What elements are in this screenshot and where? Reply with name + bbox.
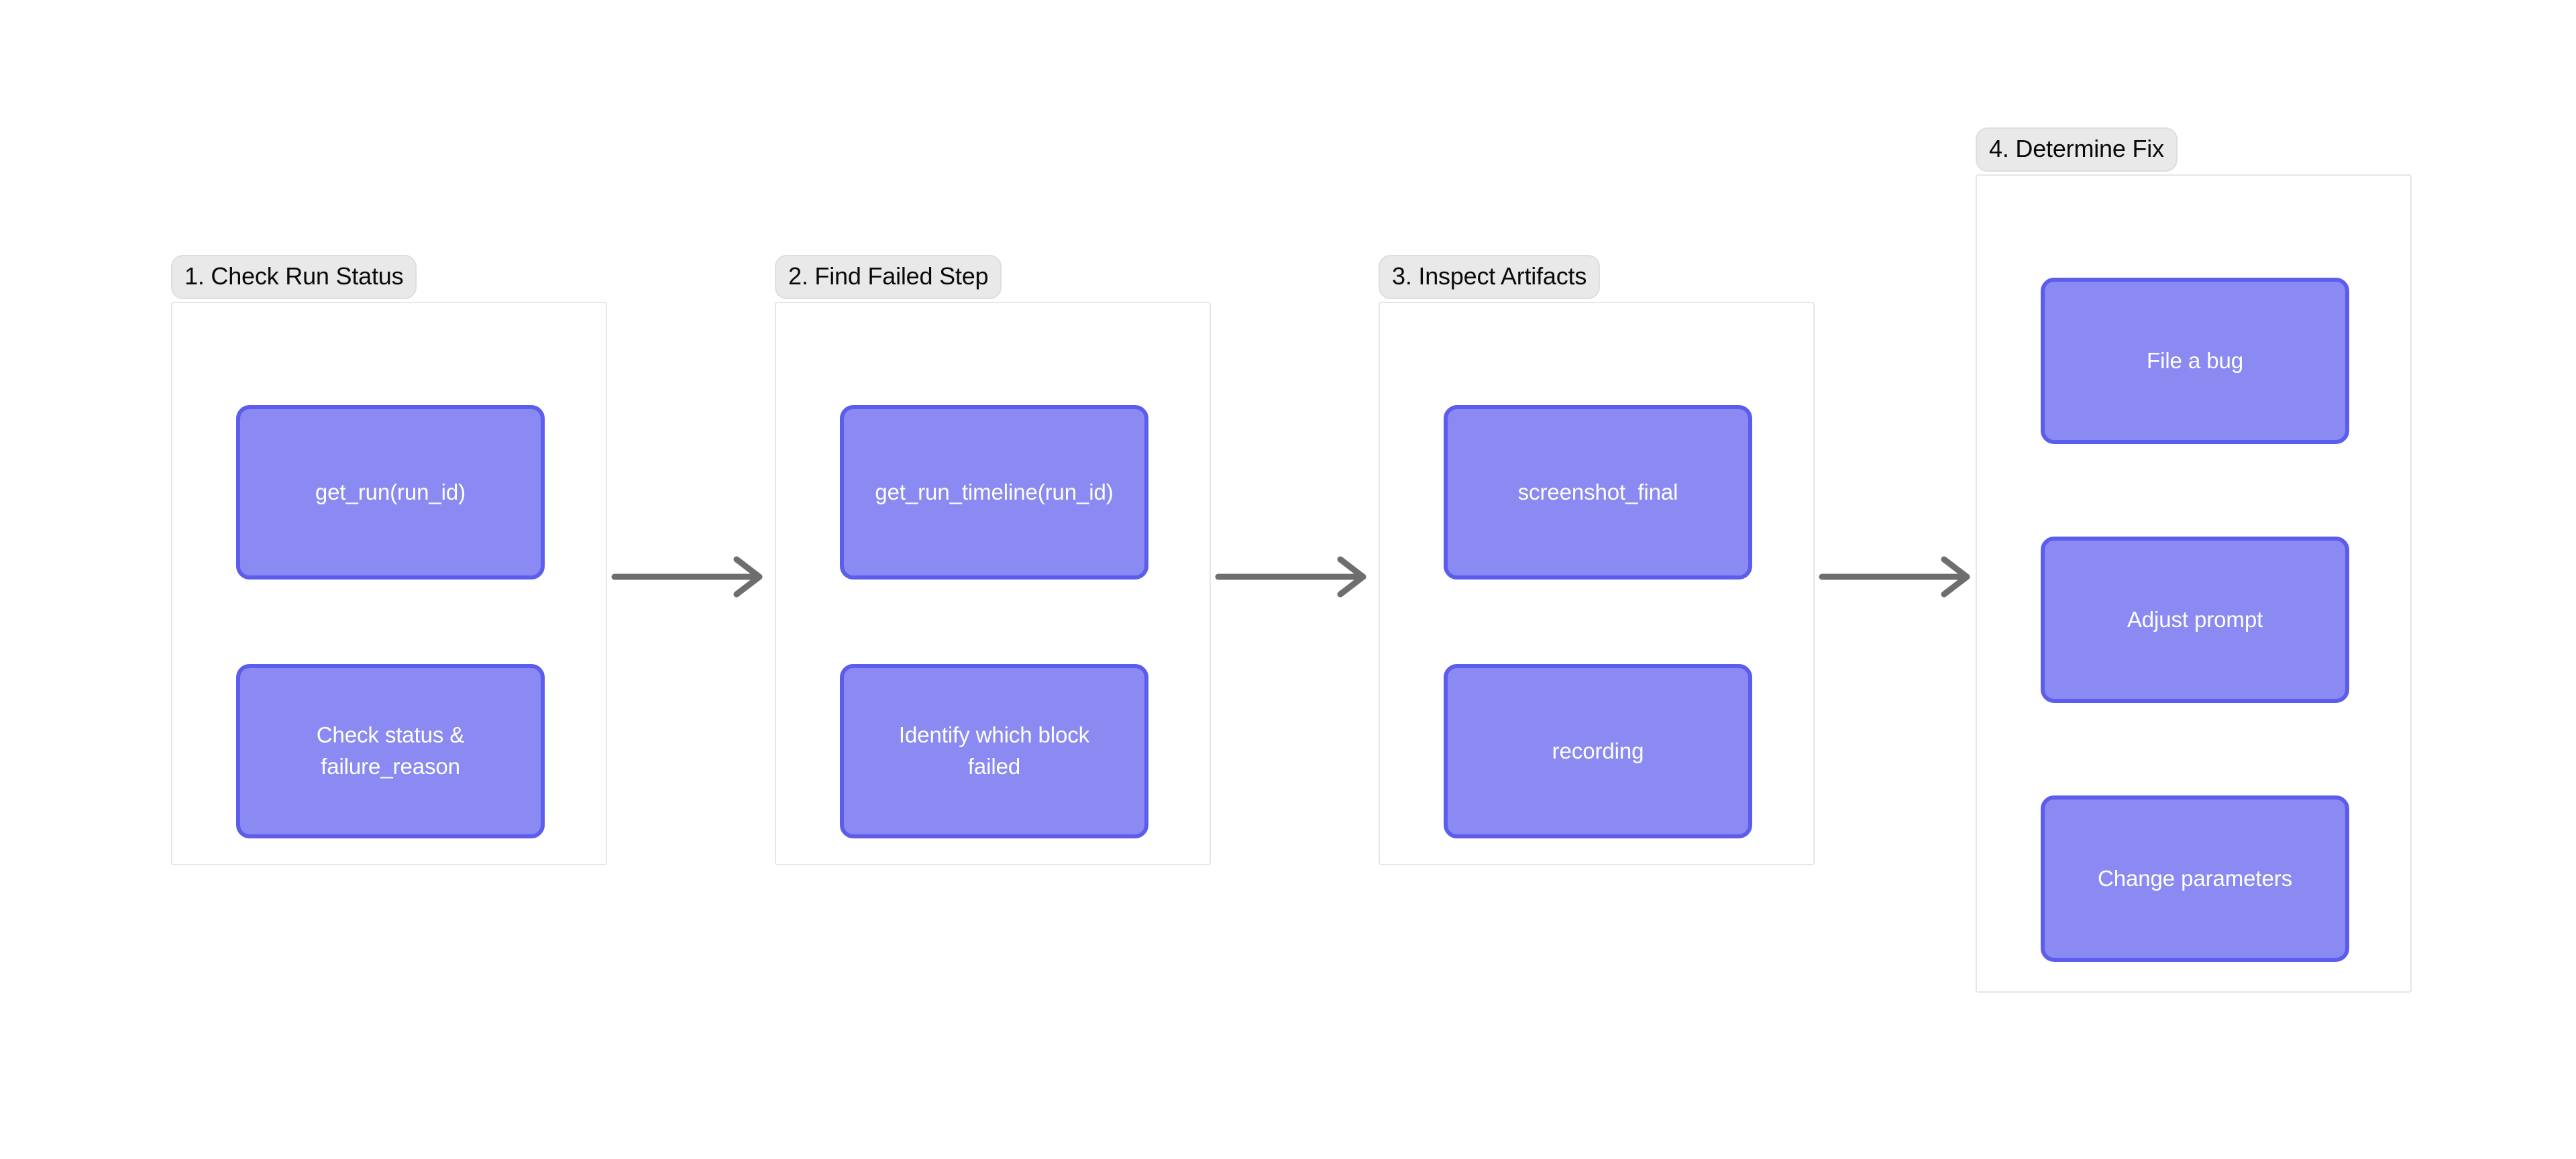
node-screenshot-final-label: screenshot_final bbox=[1517, 479, 1678, 504]
arrow-right-icon-1 bbox=[610, 550, 771, 604]
node-check-status[interactable]: Check status & failure_reason bbox=[236, 664, 545, 838]
group-label-3: 3. Inspect Artifacts bbox=[1379, 255, 1601, 299]
group-find-failed-step: 2. Find Failed Step get_run_timeline(run… bbox=[775, 255, 1211, 865]
node-identify-block[interactable]: Identify which block failed bbox=[840, 664, 1148, 838]
group-box-4: File a bug Adjust prompt Change paramete… bbox=[1976, 174, 2412, 993]
node-screenshot-final[interactable]: screenshot_final bbox=[1444, 405, 1752, 580]
node-get-run-timeline-label: get_run_timeline(run_id) bbox=[875, 479, 1114, 504]
group-box-1: get_run(run_id) Check status & failure_r… bbox=[171, 302, 607, 865]
node-change-parameters-label: Change parameters bbox=[2098, 865, 2292, 891]
node-recording-label: recording bbox=[1552, 738, 1644, 763]
group-inspect-artifacts: 3. Inspect Artifacts screenshot_final re… bbox=[1379, 255, 1815, 865]
node-get-run-label: get_run(run_id) bbox=[315, 479, 466, 504]
group-check-run-status: 1. Check Run Status get_run(run_id) Chec… bbox=[171, 255, 607, 865]
group-label-4: 4. Determine Fix bbox=[1976, 127, 2178, 172]
node-file-a-bug[interactable]: File a bug bbox=[2041, 278, 2349, 444]
arrow-right-icon-3 bbox=[1818, 550, 1979, 604]
node-file-a-bug-label: File a bug bbox=[2147, 347, 2243, 373]
node-check-status-label: Check status & failure_reason bbox=[316, 722, 465, 779]
group-box-2: get_run_timeline(run_id) Identify which … bbox=[775, 302, 1211, 865]
node-get-run-timeline[interactable]: get_run_timeline(run_id) bbox=[840, 405, 1148, 580]
group-label-1: 1. Check Run Status bbox=[171, 255, 417, 299]
node-recording[interactable]: recording bbox=[1444, 664, 1752, 838]
arrow-right-icon bbox=[611, 556, 763, 598]
group-determine-fix: 4. Determine Fix File a bug Adjust promp… bbox=[1976, 127, 2412, 993]
arrow-right-icon-2 bbox=[1214, 550, 1375, 604]
group-label-2: 2. Find Failed Step bbox=[775, 255, 1002, 299]
node-adjust-prompt[interactable]: Adjust prompt bbox=[2041, 537, 2349, 703]
group-box-3: screenshot_final recording bbox=[1379, 302, 1815, 865]
node-get-run[interactable]: get_run(run_id) bbox=[236, 405, 545, 580]
node-change-parameters[interactable]: Change parameters bbox=[2041, 795, 2349, 962]
node-adjust-prompt-label: Adjust prompt bbox=[2127, 606, 2263, 632]
arrow-right-icon bbox=[1215, 556, 1366, 598]
arrow-right-icon bbox=[1819, 556, 1970, 598]
node-identify-block-label: Identify which block failed bbox=[898, 722, 1090, 779]
